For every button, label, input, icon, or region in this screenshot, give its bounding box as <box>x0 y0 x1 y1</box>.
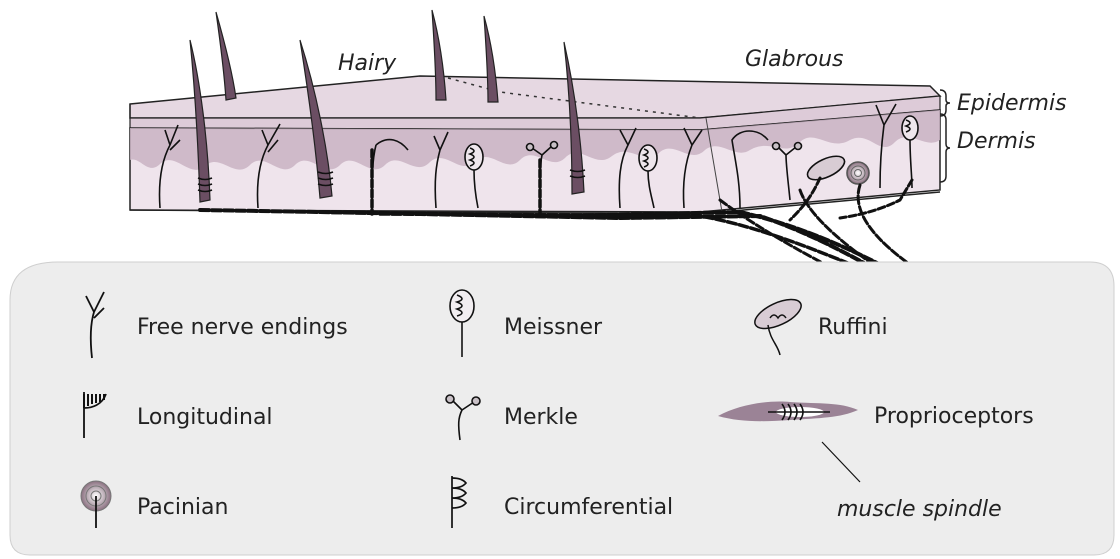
legend: Free nerve endings Meissner Ruffini Long… <box>10 262 1114 555</box>
legend-label-free-nerve-endings: Free nerve endings <box>137 315 348 340</box>
legend-label-ruffini: Ruffini <box>818 315 888 340</box>
dermis-label: Dermis <box>957 129 1036 154</box>
epidermis-brace <box>940 90 950 116</box>
legend-label-pacinian: Pacinian <box>137 495 228 520</box>
legend-label-proprioceptors: Proprioceptors <box>874 404 1034 429</box>
epidermis-label: Epidermis <box>957 91 1067 116</box>
legend-label-merkle: Merkle <box>504 405 578 430</box>
legend-label-meissner: Meissner <box>504 315 603 340</box>
muscle-spindle-label: muscle spindle <box>837 497 1002 522</box>
dermis-brace <box>940 114 950 182</box>
legend-label-circumferential: Circumferential <box>504 495 673 520</box>
skin-block <box>130 76 940 214</box>
hairy-label: Hairy <box>338 51 397 76</box>
pacinian-corpuscle <box>847 162 869 184</box>
hair-shaft <box>216 12 236 100</box>
legend-label-longitudinal: Longitudinal <box>137 405 273 430</box>
glabrous-label: Glabrous <box>745 47 844 72</box>
